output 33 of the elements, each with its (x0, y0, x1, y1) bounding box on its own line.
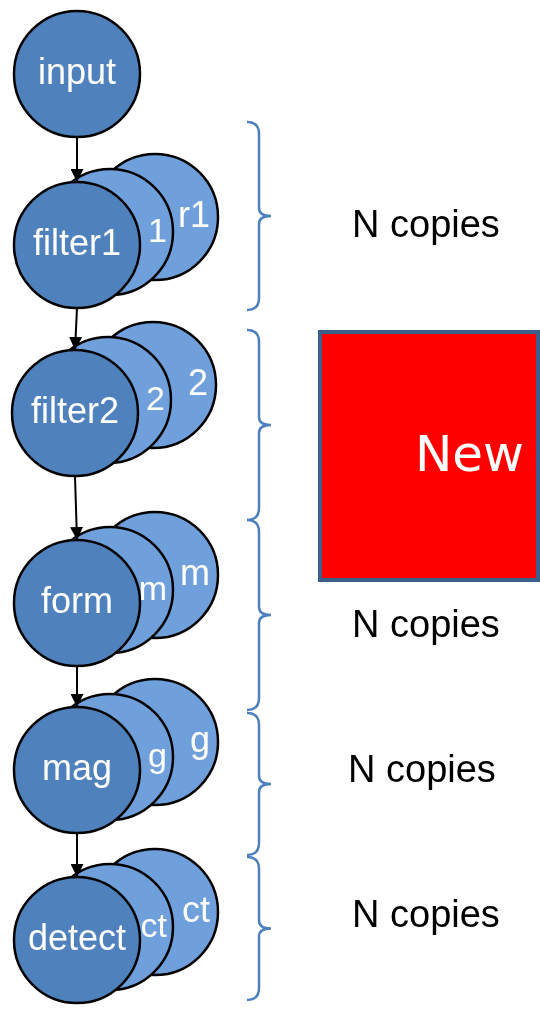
copies-note: N copies (352, 893, 500, 936)
stacked-circles (12, 847, 220, 1005)
stacked-circles (12, 510, 220, 668)
copies-note: N copies (352, 603, 500, 646)
arrow (70, 832, 84, 878)
highlight-box (318, 330, 540, 582)
arrow (70, 136, 84, 183)
node-label: input (37, 54, 117, 91)
node-label: New (414, 428, 524, 479)
node-label: g (148, 738, 167, 773)
node-label: r1 (178, 197, 210, 234)
node-label: 1 (148, 213, 167, 248)
node-label: detect (27, 920, 127, 957)
node-label: mag (42, 750, 112, 787)
copies-note: N copies (348, 748, 496, 791)
arrow (70, 665, 84, 708)
node-label: g (189, 722, 210, 759)
node-label: m (138, 571, 167, 606)
stacked-circles (12, 677, 220, 835)
stacked-circles (10, 320, 218, 478)
copies-note: N copies (352, 203, 500, 246)
node-label: 2 (146, 381, 165, 416)
stacked-circles (12, 152, 220, 310)
node-label: m (180, 555, 210, 592)
node-label: 2 (187, 365, 208, 402)
node-label: ct (182, 892, 210, 929)
arrow (70, 475, 84, 541)
arrow (69, 307, 83, 351)
node-label: filter2 (31, 393, 119, 430)
node-label: ct (140, 908, 167, 943)
node-label: filter1 (33, 225, 121, 262)
process-circle (12, 9, 142, 139)
node-label: form (41, 583, 113, 620)
